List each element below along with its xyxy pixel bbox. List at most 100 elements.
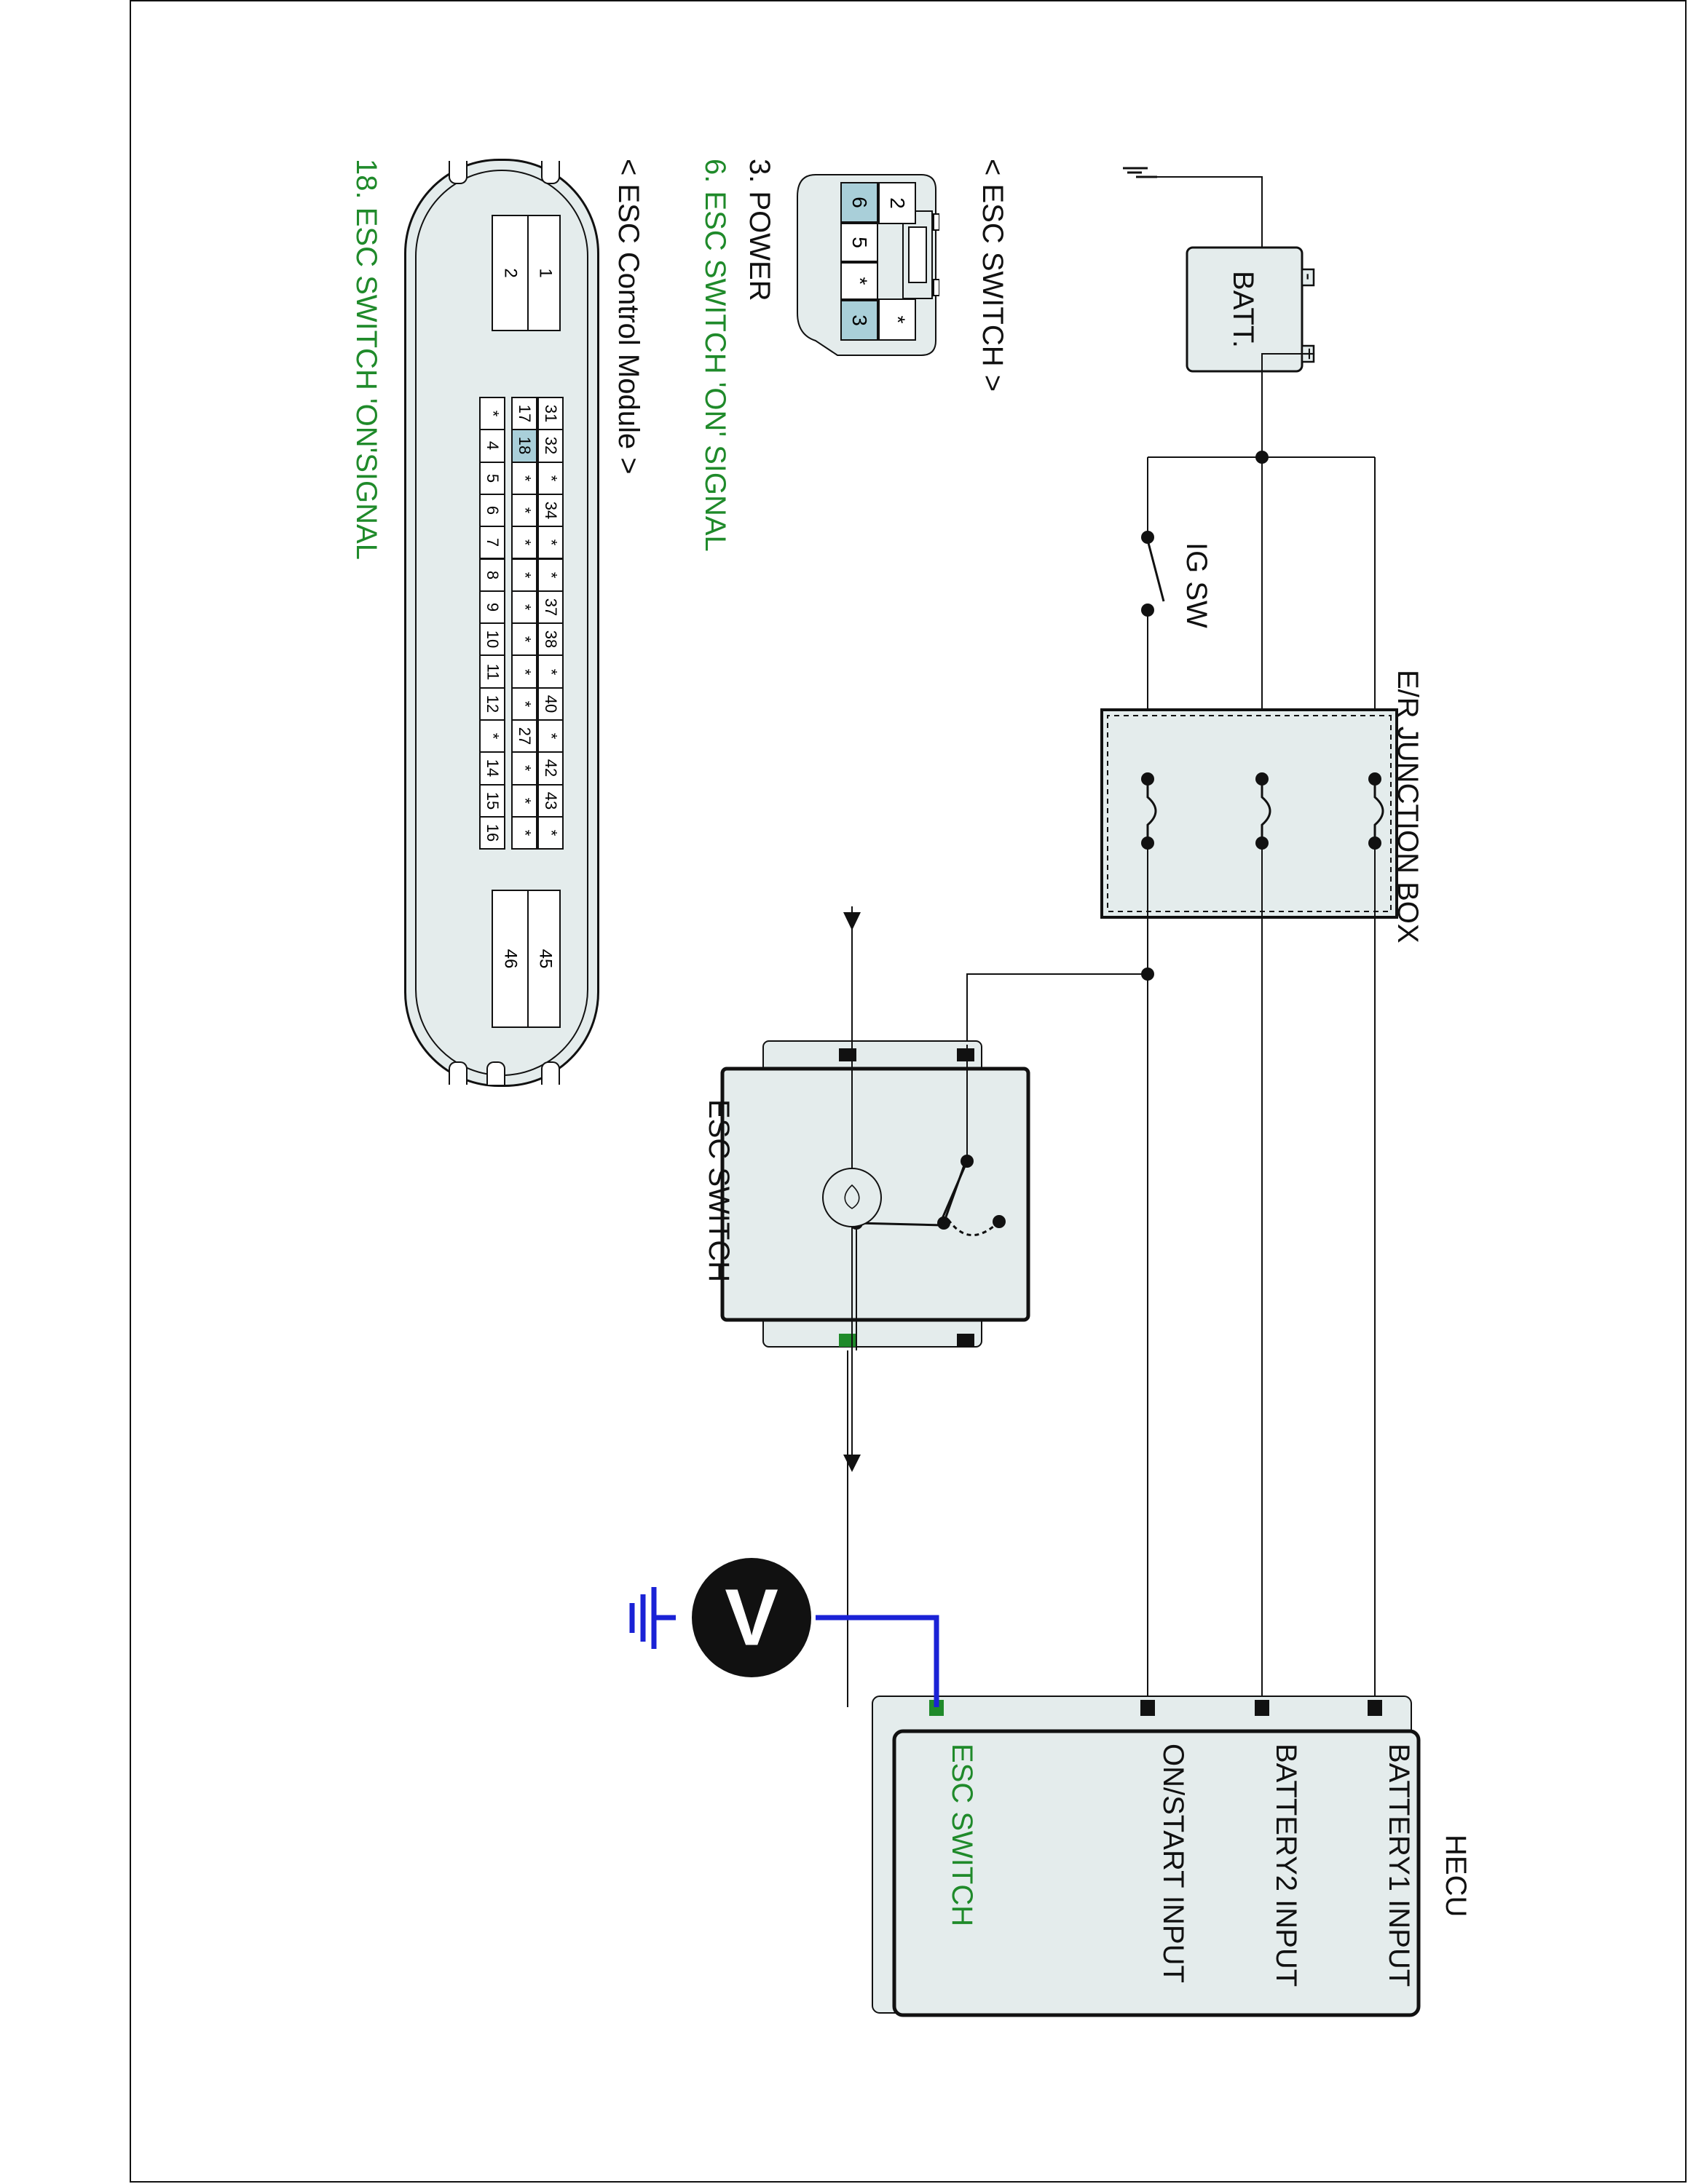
ecm-pin-cell: 12	[479, 687, 505, 721]
ecm-pin-cell: 16	[479, 815, 505, 850]
ecm-pin-label: *	[484, 732, 502, 740]
ecm-pin-cell: 38	[537, 622, 564, 657]
ecm-pin-cell: 15	[479, 783, 505, 818]
ecm-pin-cell: 32	[537, 429, 564, 463]
ecm-pin-cell: 4	[479, 429, 505, 463]
ecm-pin-label: *	[516, 700, 534, 708]
ecm-pin-cell: *	[537, 654, 564, 689]
ecm-pin-cell: *	[537, 526, 564, 560]
ecm-pin-label: *	[516, 571, 534, 578]
ecm-pin-label: *	[542, 668, 560, 675]
ecm-pin-label: *	[516, 604, 534, 611]
battery-ground	[1123, 167, 1263, 275]
battery: BATT. - +	[1186, 246, 1321, 373]
ecm-pin-cell: *	[511, 493, 537, 528]
hecu-input-esc-switch: ESC SWITCH	[946, 1744, 978, 1926]
ecm-pin-label: *	[516, 539, 534, 546]
ecm-pin-label: *	[516, 765, 534, 772]
ecm-pin-cell: 14	[479, 751, 505, 786]
ecm-block-left: 1 2	[492, 215, 561, 331]
ecm-pin-45: 45	[535, 949, 556, 969]
esc-pin-bottom-star: *	[848, 277, 871, 285]
ecm-pin-label: *	[542, 829, 560, 836]
hecu-title: HECU	[1440, 1835, 1472, 1917]
ecm-pin-cell: 8	[479, 558, 505, 592]
ecm-pin-cell: 43	[537, 783, 564, 818]
ecm-pin-label: 18	[515, 437, 534, 455]
ecm-pin-cell: *	[511, 590, 537, 625]
ecm-pin-cell: *	[537, 461, 564, 495]
ecm-pin-label: 12	[483, 695, 502, 713]
ecm-pin-cell: 40	[537, 687, 564, 721]
ecm-pin-cell: 5	[479, 461, 505, 495]
ecm-pin-cell: *	[511, 622, 537, 657]
ecm-pin-cell: *	[511, 654, 537, 689]
hecu-supply-wires	[966, 843, 1376, 1707]
ecm-pin-label: 10	[483, 630, 502, 649]
ecm-pin-label: 11	[484, 663, 502, 680]
ecm-pin-label: 5	[484, 473, 502, 483]
ecm-pin-cell: *	[479, 397, 505, 431]
hecu-input-battery2: BATTERY2 INPUT	[1270, 1744, 1302, 1987]
hecu-input-battery1: BATTERY1 INPUT	[1383, 1744, 1415, 1987]
ecm-pin-label: 6	[484, 505, 502, 515]
ecm-pin-label: 14	[483, 759, 502, 778]
ecm-pin-label: *	[516, 668, 534, 675]
ecm-pin-cell: *	[511, 526, 537, 560]
junction-box: E/R JUNCTION BOX	[1100, 670, 1424, 943]
ecm-pin-label: 43	[541, 791, 560, 810]
ecm-pin-cell: 34	[537, 493, 564, 528]
ecm-pin-cell: 17	[511, 397, 537, 431]
battery-label: BATT.	[1227, 271, 1259, 348]
ecm-pin-cell: *	[511, 815, 537, 850]
ecm-connector-title: < ESC Control Module >	[612, 159, 644, 475]
esc-pin-6: 6	[848, 197, 871, 208]
ecm-pin-cell: *	[511, 783, 537, 818]
esc-pin-2: 2	[886, 197, 909, 209]
ecm-pin-cell: *	[511, 687, 537, 721]
ig-switch: IG SW	[1141, 531, 1212, 628]
ecm-pin-label: 42	[541, 759, 560, 778]
ecm-pin-2: 2	[500, 268, 521, 278]
voltmeter-label: V	[725, 1573, 778, 1663]
ecm-pin-label: 40	[541, 695, 560, 713]
ecm-pin-label: *	[516, 636, 534, 643]
hecu-input-on-start: ON/START INPUT	[1157, 1744, 1189, 1983]
ecm-pin-label: 16	[483, 823, 502, 842]
ecm-block-right: 45 46	[492, 890, 561, 1028]
ecm-legend-pin18: 18. ESC SWITCH 'ON'SIGNAL	[350, 159, 382, 560]
ecm-pin-label: 4	[484, 441, 502, 451]
ecm-pin-label: *	[516, 797, 534, 804]
ecm-pin-cell: 6	[479, 493, 505, 528]
esc-switch-connector-pins: 2 * 6 5 * 3	[837, 182, 918, 349]
hecu: HECU BATTERY1 INPUT BATTERY2 INPUT ON/ST…	[872, 1696, 1472, 2017]
ecm-pin-label: *	[542, 571, 560, 578]
voltmeter: V	[629, 1558, 939, 1707]
ecm-pin-label: 17	[515, 404, 534, 423]
ecm-pin-label: *	[516, 829, 534, 836]
ecm-pin-cell: 11	[479, 654, 505, 689]
ecm-pin-cell: *	[511, 751, 537, 786]
ecm-pin-cell: *	[511, 558, 537, 592]
ecm-pin-label: *	[542, 732, 560, 740]
ig-switch-label: IG SW	[1180, 542, 1212, 628]
battery-minus-sign: -	[1297, 273, 1321, 280]
legend-esc-on-signal: 6. ESC SWITCH 'ON' SIGNAL	[699, 159, 731, 552]
esc-pin-top-star: *	[886, 315, 909, 324]
ecm-pin-label: 15	[483, 791, 502, 810]
ecm-pin-label: *	[516, 507, 534, 514]
ecm-pin-label: 37	[541, 598, 560, 617]
ecm-pin-label: 31	[541, 404, 560, 423]
ecm-pin-cell: 31	[537, 397, 564, 431]
ecm-pin-label: 9	[484, 602, 502, 612]
ecm-pin-cell: 9	[479, 590, 505, 625]
esc-pin-3: 3	[848, 314, 871, 326]
ecm-pin-1: 1	[535, 268, 556, 278]
ecm-pin-label: *	[542, 539, 560, 546]
ecm-pin-label: 38	[541, 630, 560, 649]
ecm-pin-cell: 18	[511, 429, 537, 463]
esc-switch-component-label: ESC SWITCH	[703, 1099, 735, 1282]
ecm-pin-cell: 27	[511, 719, 537, 753]
